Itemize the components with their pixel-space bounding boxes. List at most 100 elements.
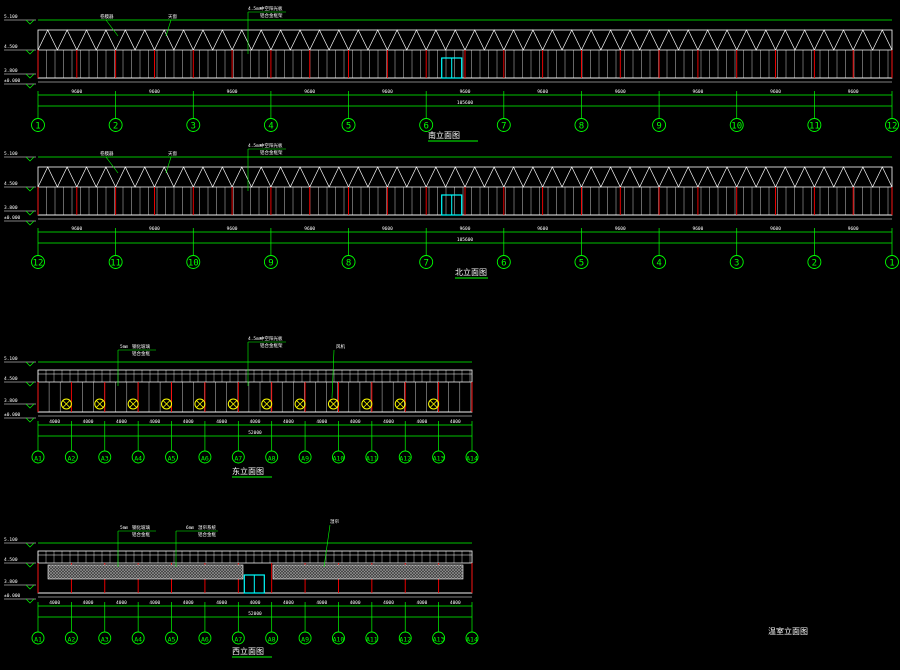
callout-label: 铝合金框架 (260, 342, 283, 349)
axis-bubble (298, 450, 312, 464)
fan-blade (262, 400, 271, 408)
span-dimension-label: 4000 (350, 419, 361, 425)
span-dimension-label: 9600 (382, 226, 393, 232)
axis-bubble (652, 118, 667, 132)
callout-label: 6mm (186, 525, 194, 531)
axis-bubble (165, 631, 178, 645)
span-dimension-label: 4000 (417, 600, 428, 606)
exhaust-fan (361, 398, 373, 410)
axis-label: 5 (346, 122, 351, 132)
span-dimension-label: 9600 (149, 89, 160, 95)
north-elevation: 5.1004.5003.800±0.000卷膜器天窗4.5mm中空阳光板铝合金框… (4, 142, 899, 269)
span-dimension-label: 4000 (216, 419, 227, 425)
axis-label: A4 (134, 455, 142, 463)
span-dimension-label: 4000 (183, 419, 194, 425)
note-label: 5mm (120, 344, 128, 350)
axis-label: 10 (731, 122, 742, 132)
axis-bubble (365, 631, 379, 645)
axis-bubble (432, 631, 446, 645)
axis-bubble (332, 450, 345, 464)
axis-bubble (465, 450, 479, 464)
south-elevation-title: 南立面图 (428, 130, 460, 140)
axis-bubble (64, 450, 78, 464)
sheet-title: 温室立面图 (768, 626, 808, 636)
axis-label: 12 (33, 259, 44, 269)
callout-label: 铝合金框 (198, 531, 216, 538)
axis-bubble (98, 631, 112, 645)
axis-label: A7 (234, 455, 242, 463)
axis-bubble (341, 255, 356, 269)
level-label: 5.100 (4, 151, 18, 157)
axis-label: 4 (656, 259, 661, 269)
level-label: 3.800 (4, 205, 18, 211)
exhaust-fan (94, 398, 106, 410)
span-dimension-label: 9600 (71, 89, 82, 95)
axis-label: 1 (35, 122, 40, 132)
span-dimension-label: 4000 (350, 600, 361, 606)
exhaust-fan (327, 398, 339, 410)
callout-label: 4.5mm (248, 336, 262, 342)
axis-label: A1 (34, 636, 42, 644)
level-mark (25, 210, 35, 216)
axis-label: A8 (268, 636, 276, 644)
axis-label: 5 (579, 259, 584, 269)
east-elevation-title: 东立面图 (232, 466, 264, 476)
span-dimension-label: 9600 (692, 89, 703, 95)
span-dimension-label: 4000 (149, 600, 160, 606)
axis-bubble (419, 255, 434, 269)
span-dimension-label: 9600 (848, 226, 859, 232)
axis-bubble (332, 631, 345, 645)
level-mark (25, 220, 35, 226)
cooling-pad-left (47, 564, 244, 580)
note-label: 天窗 (168, 150, 177, 157)
span-dimension-label: 4000 (116, 600, 127, 606)
fan-blade (129, 400, 137, 408)
callout-label: 中空阳光板 (260, 5, 283, 12)
level-label: ±0.000 (4, 215, 21, 221)
axis-bubble (574, 255, 589, 269)
axis-label: A8 (268, 455, 276, 463)
span-dimension-label: 4000 (383, 600, 394, 606)
fan-blade (329, 400, 338, 408)
fan-blade (62, 400, 71, 408)
span-dimension-label: 4000 (149, 419, 160, 425)
axis-label: A3 (101, 636, 109, 644)
level-mark (25, 381, 35, 387)
span-dimension-label: 4000 (83, 600, 94, 606)
axis-bubble (265, 631, 279, 645)
level-mark (25, 186, 35, 192)
level-label: 4.500 (4, 181, 18, 187)
axis-bubble (265, 450, 279, 464)
axis-bubble (186, 118, 201, 132)
fan-label: 风机 (336, 343, 345, 350)
span-dimension-label: 4000 (250, 600, 261, 606)
leader-line (323, 524, 331, 568)
axis-bubble (496, 255, 511, 269)
span-dimension-label: 4000 (450, 600, 461, 606)
span-dimension-label: 9600 (460, 89, 471, 95)
level-mark (25, 19, 35, 25)
axis-bubble (432, 450, 446, 464)
span-dimension-label: 4000 (83, 419, 94, 425)
span-dimension-label: 9600 (615, 89, 626, 95)
axis-bubble (64, 631, 78, 645)
axis-bubble (108, 255, 123, 269)
span-dimension-label: 4000 (417, 419, 428, 425)
axis-label: 11 (110, 259, 121, 269)
callout-label: 湿帘系统 (198, 524, 216, 531)
level-mark (25, 542, 35, 548)
cooling-pad-right (272, 564, 464, 580)
span-dimension-label: 9600 (770, 226, 781, 232)
span-dimension-label: 9600 (692, 226, 703, 232)
axis-bubble (465, 631, 479, 645)
elevation-frame (37, 369, 473, 413)
span-dimension-label: 9600 (304, 89, 315, 95)
note-label: 铝合金框 (132, 531, 150, 538)
span-dimension-label: 4000 (49, 600, 60, 606)
span-dimension-label: 9600 (770, 89, 781, 95)
note-label: 钢化玻璃 (132, 343, 150, 350)
total-dimension-label: 52000 (248, 430, 262, 436)
axis-label: A13 (433, 455, 445, 463)
